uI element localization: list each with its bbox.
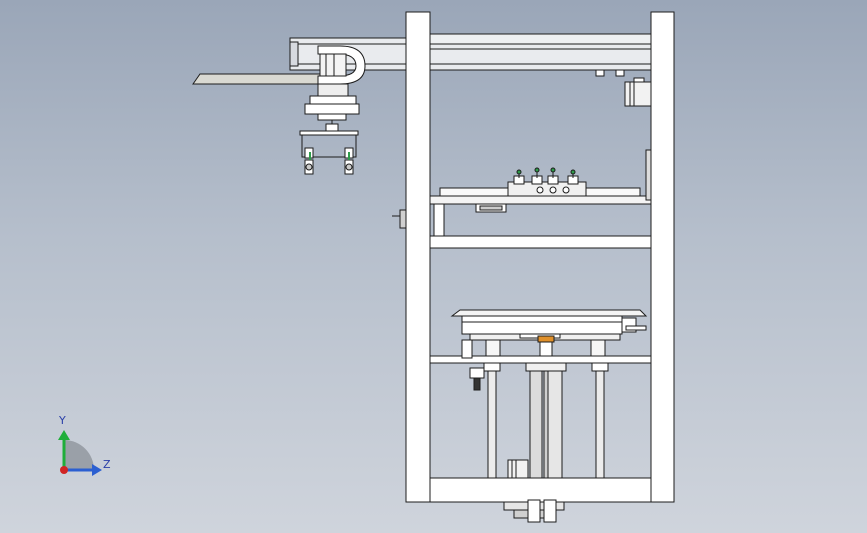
upper-fixture-plate [429,149,652,237]
lift-guide-rods [483,335,609,479]
frame-upper-shelf [429,235,652,249]
y-axis-label: Y [59,414,66,427]
frame-right-column [650,11,675,503]
z-axis-label: Z [103,458,111,471]
base-mount [503,499,565,523]
coordinate-triad [58,430,102,476]
coupling-orange [537,335,555,343]
frame-bottom-beam [429,477,652,503]
machine-frame [405,11,675,503]
side-handle [392,209,407,229]
frame-top-beam [429,33,652,45]
pick-head [299,83,360,175]
lift-motor [507,459,529,479]
triad-origin [60,466,68,474]
gantry-rail [289,37,652,77]
proximity-sensor [461,339,485,391]
servo-motor-top [624,77,652,107]
cable-carrier [192,45,366,85]
triad-quadrant [64,440,94,470]
flat-cable [192,73,336,85]
frame-left-column [405,11,431,503]
